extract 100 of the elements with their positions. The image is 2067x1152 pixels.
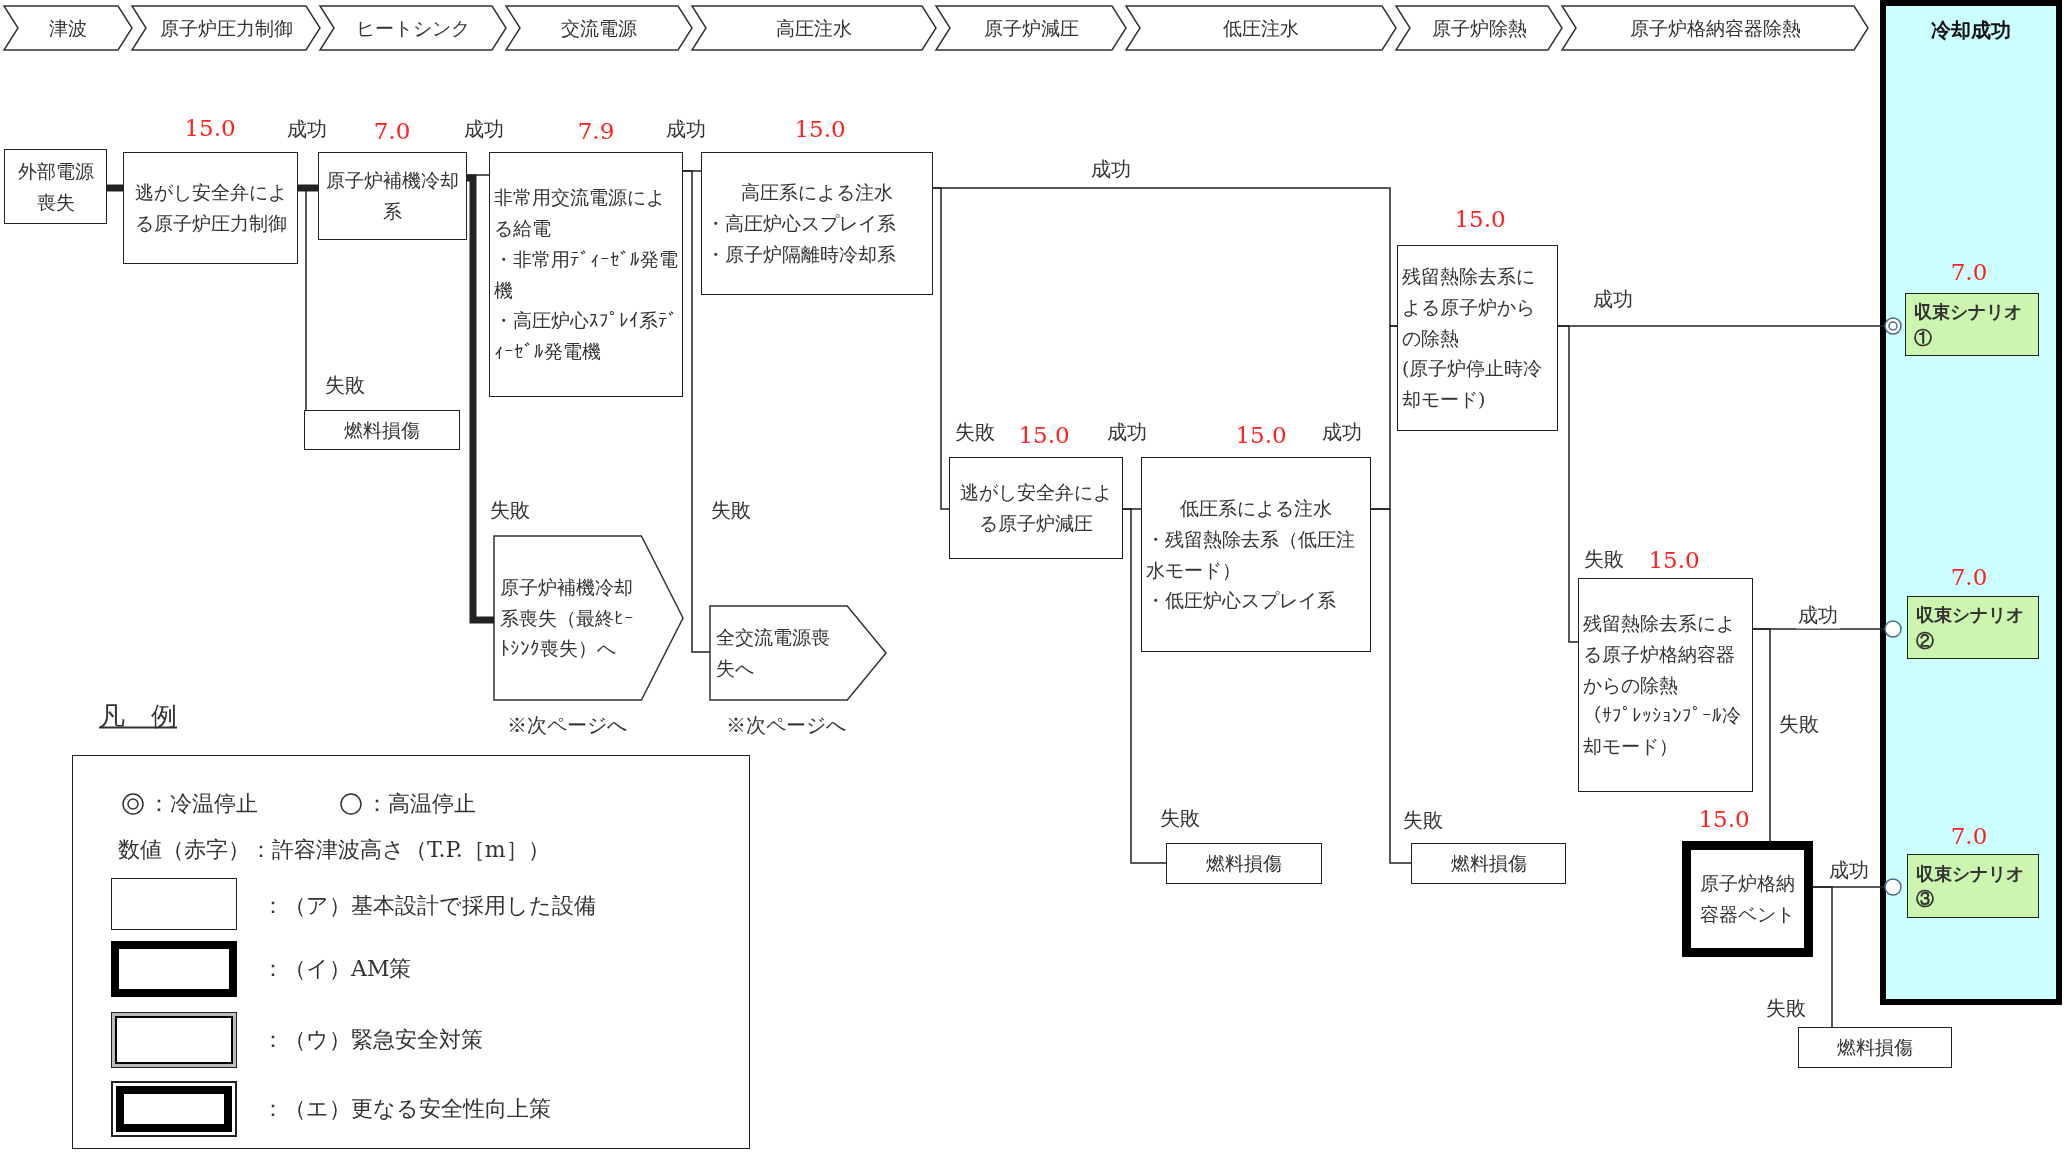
height-value: 7.9 [576, 118, 616, 144]
event-box [489, 152, 683, 397]
box-text: 燃料損傷 [1836, 1035, 1914, 1061]
heading-band [4, 6, 132, 50]
box-text: (原子炉停止時冷却モード) [1402, 356, 1544, 413]
heading-band [320, 6, 506, 50]
connector-line [467, 174, 494, 624]
box-text: 原子炉除熱 [1430, 15, 1528, 41]
box-text: 原子炉補機冷却系 [325, 168, 460, 224]
box-text: ・非常用ﾃﾞｨｰｾﾞﾙ発電機 [494, 246, 678, 303]
height-value: 15.0 [1453, 206, 1507, 232]
event-box [1578, 578, 1753, 792]
event-box [701, 152, 933, 295]
box-text: ・低圧炉心スプレイ系 [1146, 588, 1337, 614]
connector-line [1752, 628, 1771, 842]
legend-text: ：冷温停止 [148, 790, 258, 818]
height-value: 7.0 [1949, 564, 1989, 590]
connector-line [297, 187, 307, 411]
box-text: （ｻﾌﾟﾚｯｼｮﾝﾌﾟｰﾙ冷却モード） [1583, 703, 1742, 760]
box-text: 燃料損傷 [1205, 851, 1283, 877]
shutdown-symbol [1884, 317, 1902, 335]
box-text: 交流電源 [560, 15, 638, 41]
note-text: ※次ページへ [725, 711, 847, 739]
box-text: 低圧注水 [1222, 15, 1300, 41]
height-value: 15.0 [1647, 547, 1701, 573]
event-box [304, 410, 460, 450]
box-text: ・残留熱除去系（低圧注水モード） [1146, 526, 1356, 583]
connector-line [1557, 325, 1579, 643]
legend-text: ：（イ）AM策 [262, 955, 412, 983]
connector-line [932, 187, 950, 510]
box-text: 高圧注水 [775, 15, 853, 41]
scenario-box [1907, 854, 2039, 918]
box-text: 原子炉圧力制御 [158, 15, 294, 41]
connector-line [1122, 508, 1167, 864]
event-box [318, 152, 467, 240]
height-value: 15.0 [1697, 806, 1751, 832]
box-text: 低圧系による注水 [1179, 495, 1333, 521]
box-text: 燃料損傷 [1449, 851, 1528, 877]
box-text: 逃がし安全弁による原子炉減圧 [959, 480, 1113, 536]
legend-text: ：（ウ）緊急安全対策 [262, 1026, 483, 1054]
box-text: ヒートシンク [355, 15, 471, 41]
box-text: 高圧系による注水 [740, 180, 894, 206]
event-box [123, 152, 298, 264]
shutdown-symbol [1884, 620, 1902, 638]
legend-note: 数値（赤字）：許容津波高さ（T.P.［m］） [118, 836, 550, 864]
height-value: 7.0 [1949, 259, 1989, 285]
box-text: 収束シナリオ② [1916, 603, 2025, 653]
height-value: 15.0 [183, 115, 237, 141]
box-text: ・高圧炉心スプレイ系 [706, 211, 897, 237]
heading-band [506, 6, 692, 50]
heading-band [936, 6, 1126, 50]
box-text: 全交流電源喪失へ [716, 625, 831, 681]
box-text: 燃料損傷 [343, 417, 421, 443]
note-text: ※次ページへ [506, 711, 628, 739]
legend-text: ：（エ）更なる安全性向上策 [262, 1095, 551, 1123]
box-text: 非常用交流電源による給電 [494, 185, 666, 241]
connector-line [682, 170, 711, 653]
box-text: ・高圧炉心ｽﾌﾟﾚｲ系ﾃﾞｨｰｾﾞﾙ発電機 [494, 308, 678, 365]
height-value: 15.0 [793, 116, 847, 142]
box-text: 残留熱除去系による原子炉格納容器からの除熱 [1583, 611, 1736, 698]
heading-band [1396, 6, 1562, 50]
height-value: 15.0 [1017, 422, 1071, 448]
event-box [1397, 245, 1558, 431]
event-box [1141, 457, 1371, 652]
box-text: 冷却成功 [1930, 17, 2012, 44]
legend-heading: 凡 例 [99, 699, 177, 733]
height-value: 7.0 [1949, 823, 1989, 849]
heading-band [1562, 6, 1868, 50]
box-text: 逃がし安全弁による原子炉圧力制御 [133, 180, 288, 236]
event-box [1411, 843, 1566, 884]
legend-text: ：（ア）基本設計で採用した設備 [262, 892, 596, 920]
height-value: 15.0 [1234, 422, 1288, 448]
box-text: ・原子炉隔離時冷却系 [706, 241, 897, 267]
box-text: 収束シナリオ① [1914, 300, 2023, 350]
event-box [1682, 841, 1813, 957]
connector-line [107, 184, 123, 192]
box-text: 原子炉減圧 [982, 15, 1080, 41]
box-text: 原子炉格納容器ベント [1699, 871, 1796, 927]
result-column [1880, 0, 2062, 1005]
box-text: 津波 [48, 15, 88, 41]
box-text: 原子炉補機冷却系喪失（最終ﾋｰﾄｼﾝｸ喪失）へ [500, 574, 635, 662]
box-text: 収束シナリオ③ [1916, 861, 2025, 911]
event-box [1798, 1027, 1952, 1068]
box-text: 外部電源喪失 [16, 158, 95, 215]
pentagon-box [710, 606, 886, 700]
legend-text: ：高温停止 [366, 790, 476, 818]
scenario-box [1907, 596, 2039, 659]
box-text: 残留熱除去系による原子炉からの除熱 [1402, 264, 1536, 351]
connector-line [1370, 508, 1412, 864]
heading-band [1126, 6, 1396, 50]
event-box [4, 149, 107, 224]
box-text: 原子炉格納容器除熱 [1628, 15, 1802, 41]
event-box [1166, 843, 1322, 884]
connector-line [1812, 886, 1833, 1028]
height-value: 7.0 [372, 118, 412, 144]
connector-line [466, 174, 490, 176]
scenario-box [1905, 293, 2039, 356]
heading-band [692, 6, 936, 50]
pentagon-box [494, 536, 683, 700]
heading-band [132, 6, 320, 50]
